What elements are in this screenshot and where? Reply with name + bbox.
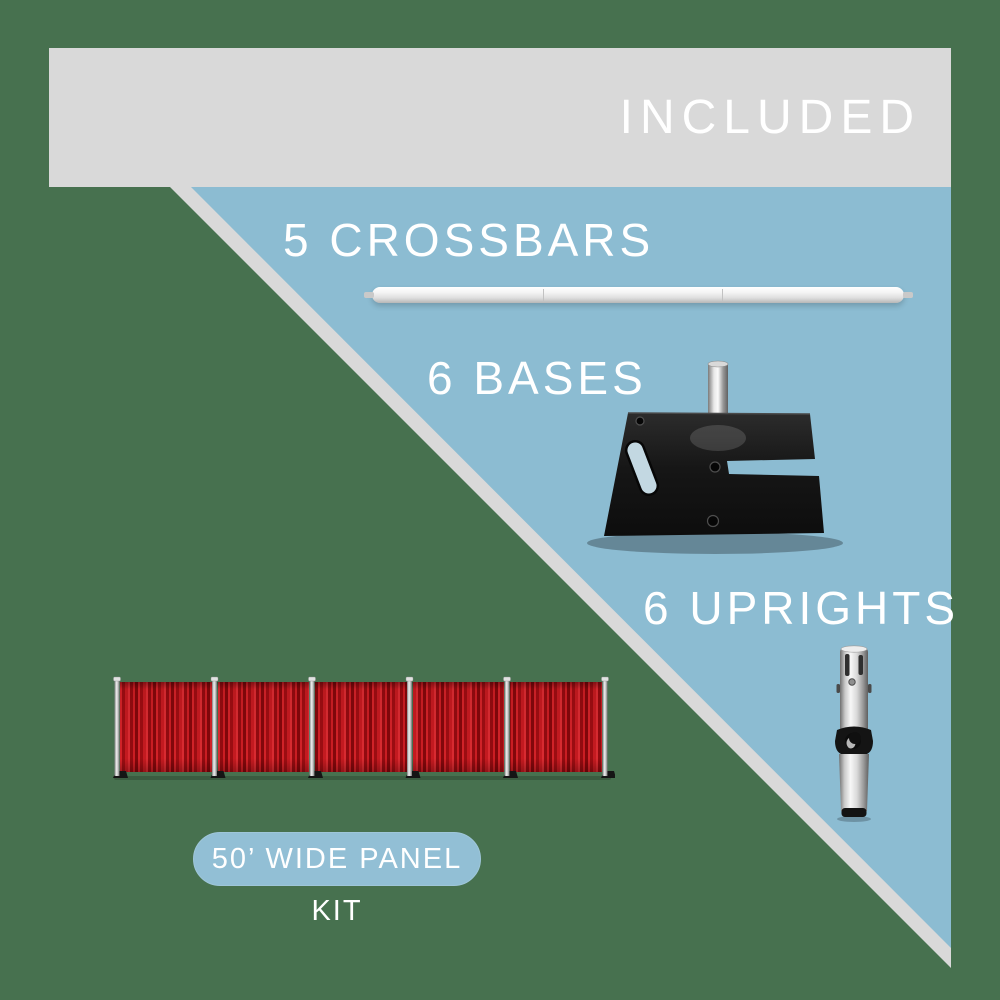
upright-image [835, 645, 873, 822]
upright-slot [858, 655, 863, 675]
upright-tab [868, 684, 872, 693]
drape-pole [503, 676, 518, 778]
drape-floor-shadow [114, 776, 611, 780]
drape-pole [308, 676, 323, 778]
included-banner: INCLUDED [49, 48, 951, 187]
upright-top-tube [836, 645, 872, 732]
upright-bottom-cap [841, 808, 867, 817]
drape-pole [113, 676, 128, 778]
drape-pole [601, 676, 615, 778]
base-plate-image [587, 360, 843, 554]
drape-pole [405, 676, 421, 778]
base-hole [709, 461, 721, 473]
uprights-label: 6 UPRIGHTS [643, 582, 960, 634]
panel-kit-badge-label: 50’ WIDE PANEL KIT [211, 843, 463, 927]
crossbar-seam [543, 289, 544, 301]
base-hole [635, 416, 645, 426]
upright-shadow [837, 816, 871, 822]
base-shadow [587, 532, 843, 554]
crossbars-label: 5 CROSSBARS [283, 214, 655, 266]
base-hole [706, 514, 720, 528]
drape-poles [113, 676, 615, 778]
crossbar-end-pin-left [364, 292, 374, 298]
crossbar-image [364, 287, 913, 303]
banner-title: INCLUDED [619, 91, 921, 144]
drape-panels [120, 682, 602, 772]
drape-panels-image [113, 676, 615, 780]
crossbar-seam [722, 289, 723, 301]
upright-lower-tube [839, 754, 869, 817]
upright-slot [845, 654, 850, 676]
upright-clamp-collar [835, 726, 873, 754]
upright-button [848, 678, 856, 686]
crossbar-end-pin-right [903, 292, 913, 298]
drape-pole [210, 676, 226, 778]
panel-kit-badge: 50’ WIDE PANEL KIT [193, 832, 481, 927]
base-plate [604, 412, 824, 536]
bases-label: 6 BASES [427, 352, 647, 404]
base-handle-cutout [624, 440, 660, 496]
upright-tab [836, 684, 840, 693]
